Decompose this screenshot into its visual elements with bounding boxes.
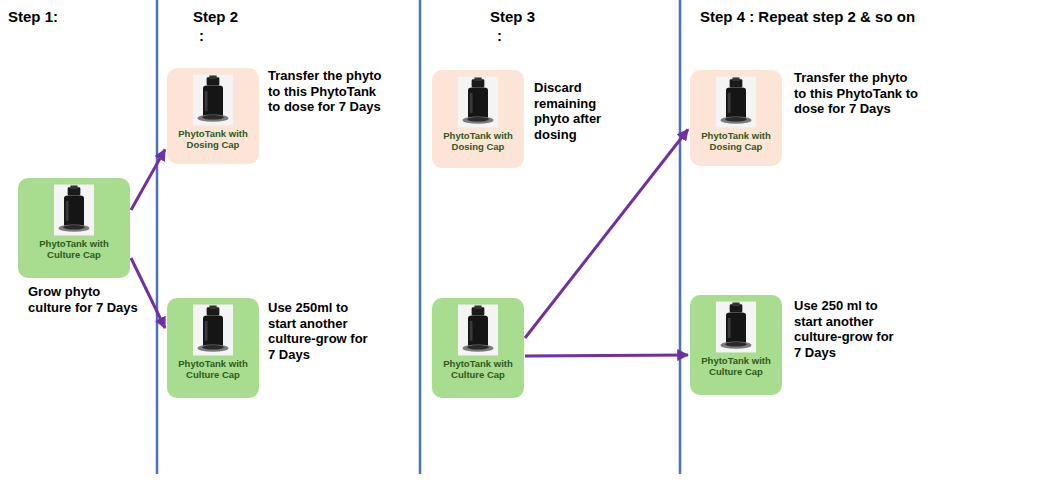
step-heading: Step 2 [193,8,238,25]
flow-arrow [525,355,688,356]
divider-line [419,0,422,474]
flow-arrow [131,258,165,328]
jar-icon [716,76,756,128]
step-note: Grow phyto culture for 7 Days [28,284,140,315]
jar-icon [193,304,233,356]
dosing-tank-box: PhytoTank with Dosing Cap [432,70,524,168]
divider-line [156,0,159,474]
step-note: Transfer the phyto to this PhytoTank to … [794,70,918,117]
step-note: Use 250ml to start another culture-grow … [268,300,368,362]
tank-label: PhytoTank with Culture Cap [436,359,520,381]
divider-line [679,0,682,474]
culture-tank-box: PhytoTank with Culture Cap [167,298,259,398]
tank-label: PhytoTank with Dosing Cap [436,131,520,153]
flow-arrow [525,130,688,338]
jar-icon [458,304,498,356]
tank-label: PhytoTank with Culture Cap [694,356,778,378]
step-note: Use 250 ml to start another culture-grow… [794,298,894,360]
dosing-tank-box: PhytoTank with Dosing Cap [167,68,259,164]
tank-label: PhytoTank with Culture Cap [171,359,255,381]
dosing-tank-box: PhytoTank with Dosing Cap [690,70,782,166]
jar-icon [193,74,233,126]
culture-tank-box: PhytoTank with Culture Cap [18,178,130,278]
step-heading: Step 1: [8,8,58,25]
step-note: Transfer the phyto to this PhytoTank to … [268,68,390,115]
jar-icon [54,184,94,236]
culture-tank-box: PhytoTank with Culture Cap [690,295,782,395]
step-heading: Step 3 [490,8,535,25]
tank-label: PhytoTank with Dosing Cap [171,129,255,151]
step-heading: Step 4 : Repeat step 2 & so on [700,8,915,25]
step-marker: : [497,27,502,44]
step-note: Discard remaining phyto after dosing [534,80,634,142]
flow-arrow [131,150,165,210]
step-marker: : [199,27,204,44]
tank-label: PhytoTank with Dosing Cap [694,131,778,153]
jar-icon [458,76,498,128]
culture-tank-box: PhytoTank with Culture Cap [432,298,524,398]
jar-icon [716,301,756,353]
tank-label: PhytoTank with Culture Cap [22,239,126,261]
